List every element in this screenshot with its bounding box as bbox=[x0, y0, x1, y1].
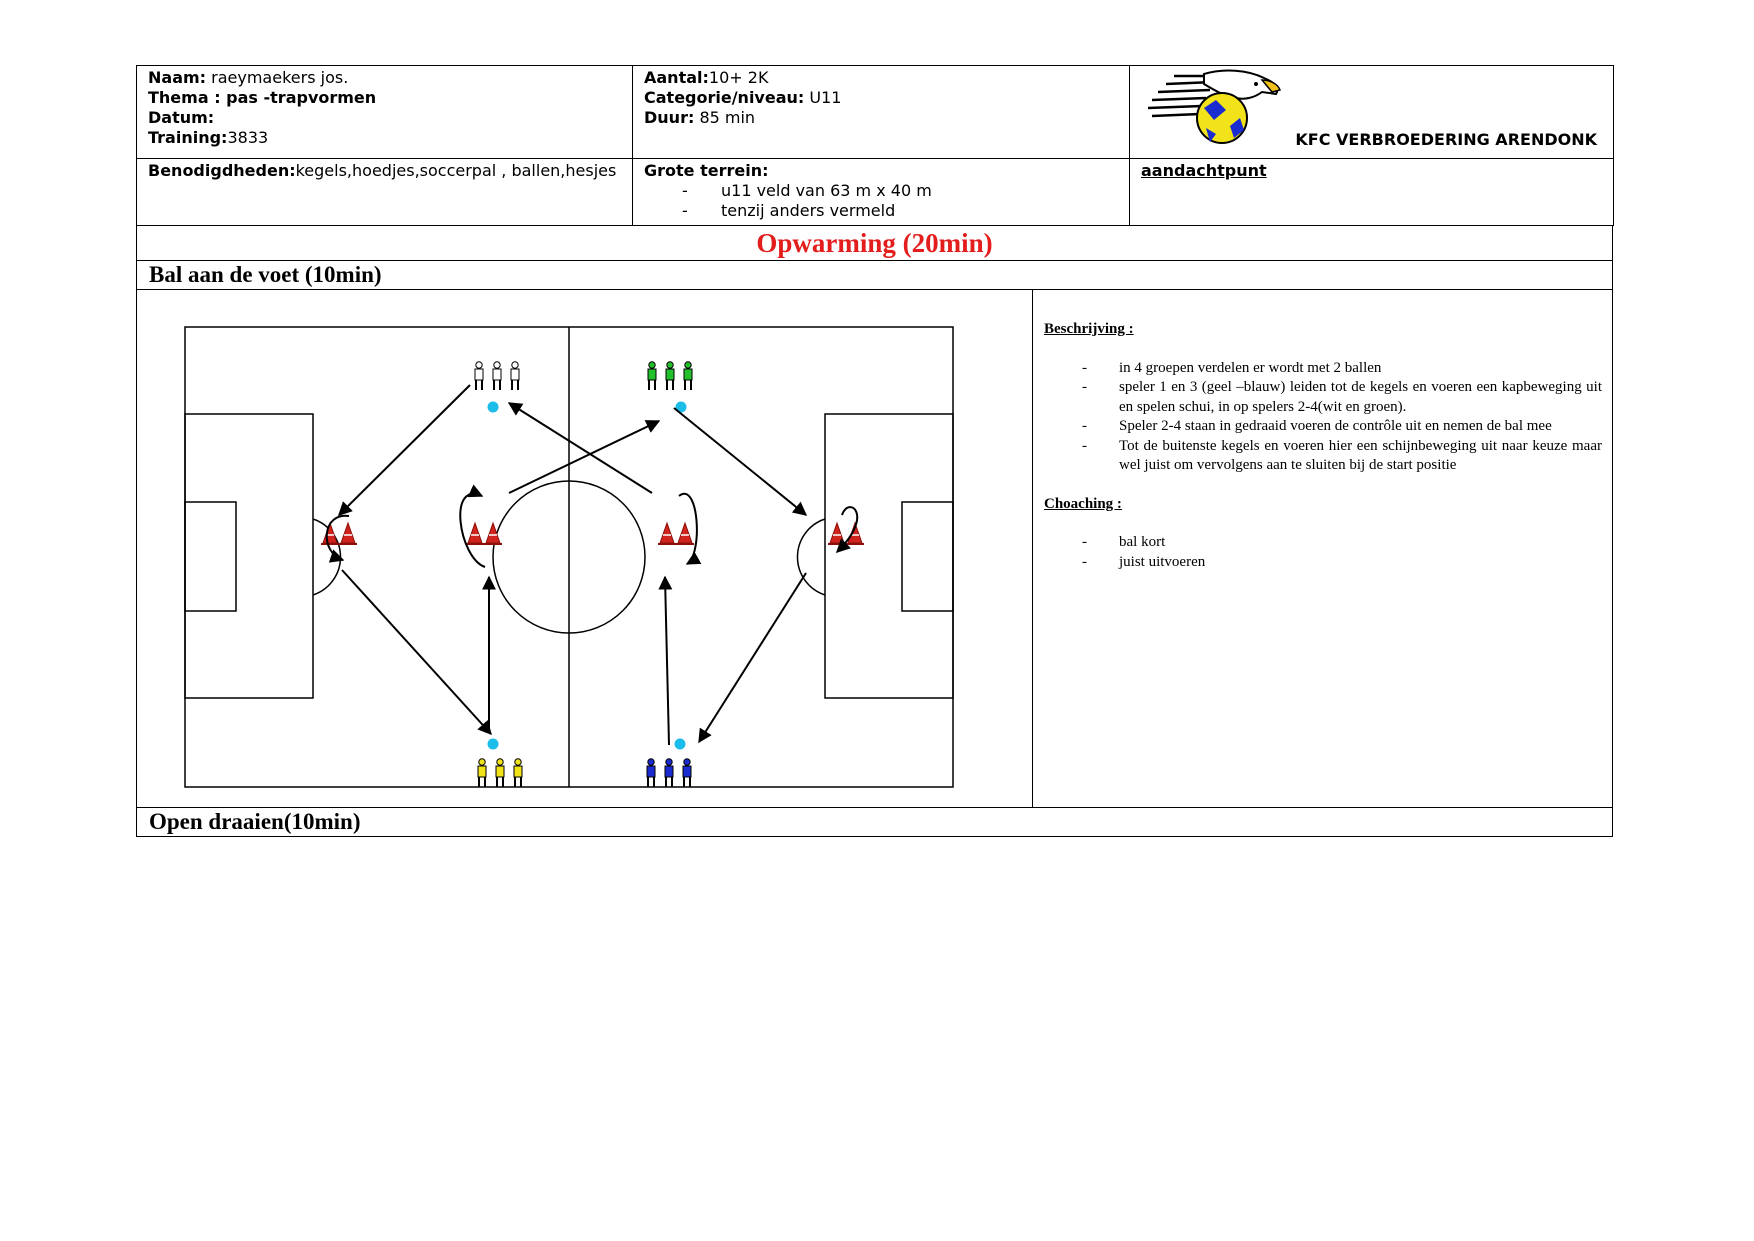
list-item: u11 veld van 63 m x 40 m bbox=[682, 181, 1118, 201]
group-info-cell: Aantal:10+ 2K Categorie/niveau: U11 Duur… bbox=[632, 65, 1130, 159]
exercise1-title: Bal aan de voet (10min) bbox=[136, 261, 1613, 290]
attention-cell: aandachtpunt bbox=[1129, 158, 1614, 226]
aandachtpunt-label: aandachtpunt bbox=[1141, 161, 1267, 180]
cones bbox=[320, 522, 865, 545]
datum-label: Datum: bbox=[148, 108, 215, 127]
team-blue-players bbox=[646, 757, 692, 788]
benodigdheden-value: kegels,hoedjes,soccerpal , ballen,hesjes bbox=[295, 161, 617, 180]
list-item: Tot de buitenste kegels en voeren hier e… bbox=[1044, 437, 1602, 476]
exercise1-row: Beschrijving : in 4 groepen verdelen er … bbox=[136, 290, 1613, 808]
exercise-description: Beschrijving : in 4 groepen verdelen er … bbox=[1033, 290, 1612, 807]
movement-arrows bbox=[325, 384, 859, 746]
club-logo-icon bbox=[1147, 69, 1281, 144]
materials-cell: Benodigdheden:kegels,hoedjes,soccerpal ,… bbox=[136, 158, 633, 226]
club-cell: KFC VERBROEDERING ARENDONK bbox=[1129, 65, 1614, 159]
team-green-players bbox=[647, 360, 693, 391]
list-item: in 4 groepen verdelen er wordt met 2 bal… bbox=[1044, 359, 1602, 379]
list-item: juist uitvoeren bbox=[1044, 553, 1602, 573]
duur-label: Duur: bbox=[644, 108, 695, 127]
list-item: speler 1 en 3 (geel –blauw) leiden tot d… bbox=[1044, 378, 1602, 417]
categorie-label: Categorie/niveau: bbox=[644, 88, 805, 107]
beschrijving-list: in 4 groepen verdelen er wordt met 2 bal… bbox=[1044, 359, 1602, 476]
field-diagram bbox=[184, 326, 954, 788]
terrain-cell: Grote terrein: u11 veld van 63 m x 40 m … bbox=[632, 158, 1130, 226]
aantal-label: Aantal: bbox=[644, 68, 709, 87]
categorie-value: U11 bbox=[804, 88, 842, 107]
club-name: KFC VERBROEDERING ARENDONK bbox=[1295, 130, 1597, 149]
terrein-list: u11 veld van 63 m x 40 m tenzij anders v… bbox=[644, 181, 1118, 221]
soccer-field bbox=[184, 326, 954, 788]
list-item: bal kort bbox=[1044, 533, 1602, 553]
list-item: Speler 2-4 staan in gedraaid voeren de c… bbox=[1044, 417, 1602, 437]
team-white-players bbox=[474, 360, 520, 391]
naam-label: Naam: bbox=[148, 68, 207, 87]
terrein-label: Grote terrein: bbox=[644, 161, 769, 180]
header-table: Naam: raeymaekers jos. Thema : pas -trap… bbox=[136, 65, 1614, 226]
aantal-value: 10+ 2K bbox=[708, 68, 769, 87]
exercise2-title: Open draaien(10min) bbox=[136, 808, 1613, 837]
training-value: 3833 bbox=[227, 128, 269, 147]
beschrijving-heading: Beschrijving : bbox=[1044, 321, 1134, 337]
thema-label: Thema : pas -trapvormen bbox=[148, 88, 377, 107]
list-item: tenzij anders vermeld bbox=[682, 201, 1118, 221]
duur-value: 85 min bbox=[694, 108, 756, 127]
coaching-heading: Choaching : bbox=[1044, 495, 1122, 512]
balls bbox=[487, 401, 687, 750]
naam-value: raeymaekers jos. bbox=[206, 68, 349, 87]
trainer-info-cell: Naam: raeymaekers jos. Thema : pas -trap… bbox=[136, 65, 633, 159]
training-label: Training: bbox=[148, 128, 228, 147]
exercise-diagram bbox=[137, 290, 1033, 807]
warmup-title: Opwarming (20min) bbox=[136, 226, 1613, 261]
coaching-list: bal kort juist uitvoeren bbox=[1044, 533, 1602, 572]
training-sheet: Naam: raeymaekers jos. Thema : pas -trap… bbox=[136, 65, 1614, 837]
benodigdheden-label: Benodigdheden: bbox=[148, 161, 296, 180]
team-yellow-players bbox=[477, 757, 523, 788]
